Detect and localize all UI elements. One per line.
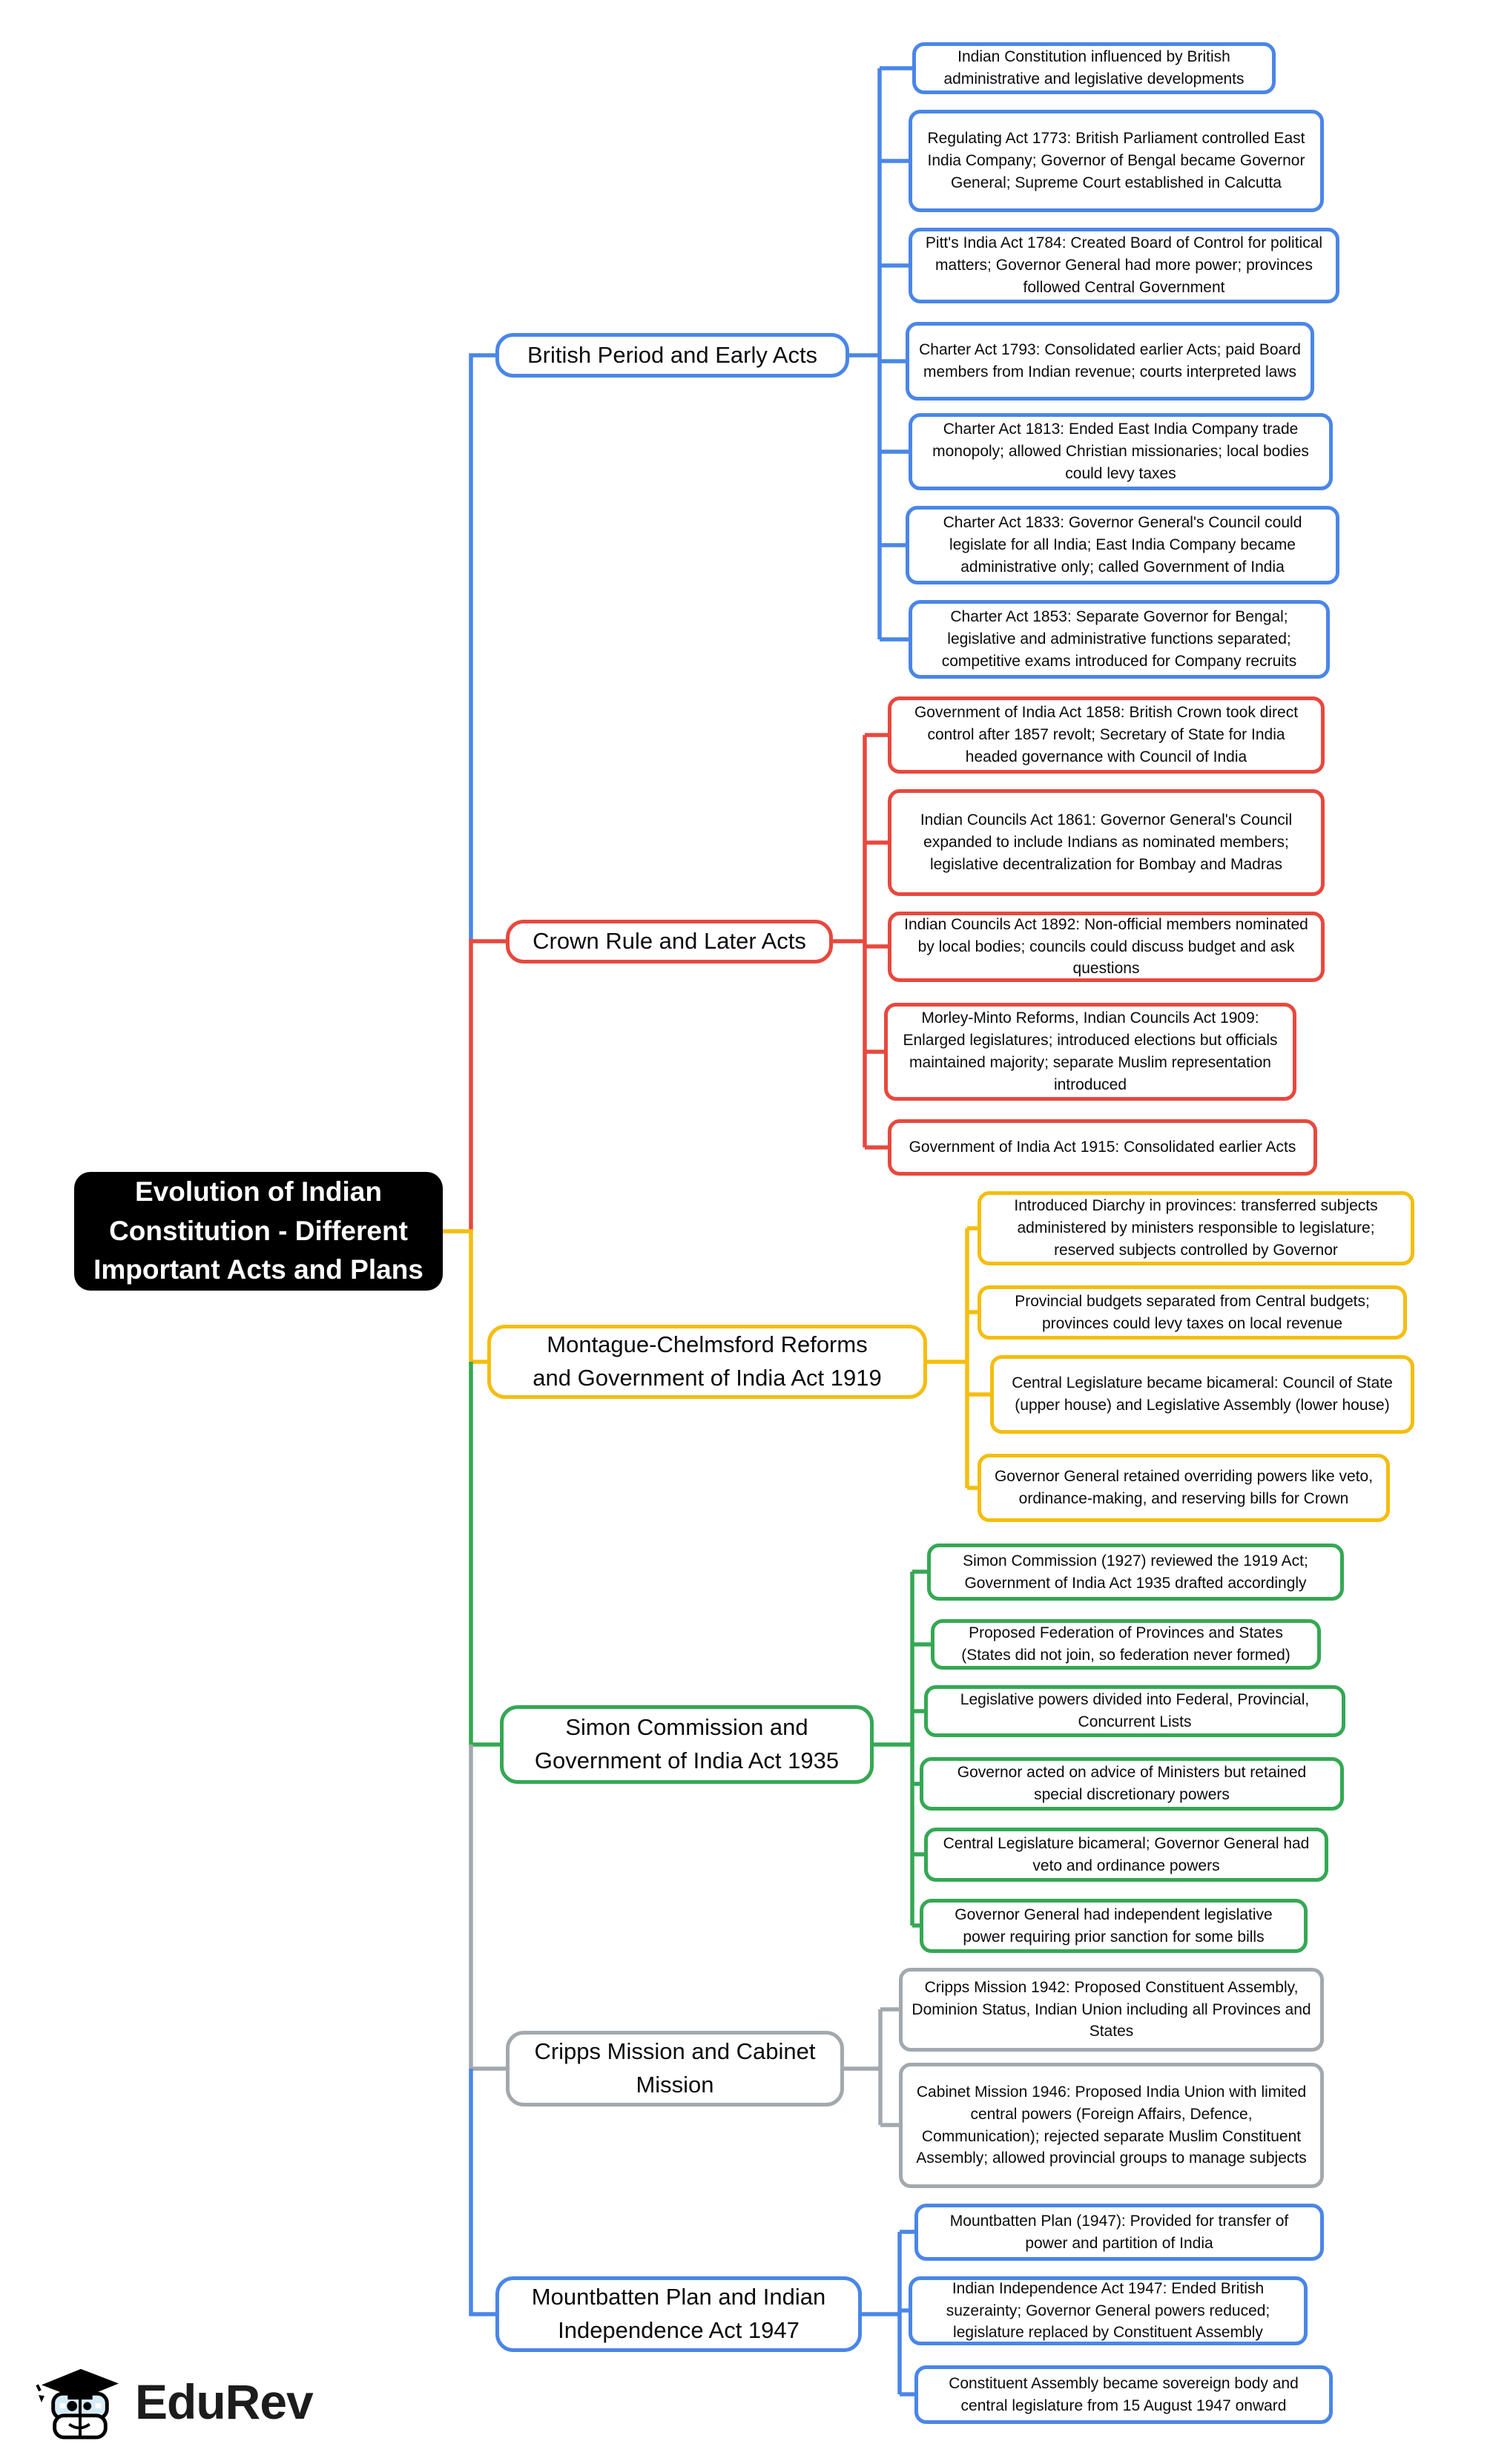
leaf-node: Indian Independence Act 1947: Ended Brit…: [909, 2276, 1308, 2345]
branch-label-cripps-mission: Cripps Mission and Cabinet Mission: [506, 2031, 844, 2106]
leaf-node: Indian Constitution influenced by Britis…: [912, 42, 1276, 94]
trunk-cripps-connector: [469, 1745, 506, 2071]
trunk-montague-connector: [443, 1229, 487, 1364]
edurev-logo-text: EduRev: [135, 2374, 314, 2429]
edurev-logo: EduRev: [36, 2365, 314, 2440]
leaf-node: Indian Councils Act 1861: Governor Gener…: [888, 789, 1325, 896]
leaf-node: Charter Act 1853: Separate Governor for …: [909, 600, 1330, 679]
branch-label-simon-commission: Simon Commission and Government of India…: [500, 1705, 874, 1784]
leaf-node: Mountbatten Plan (1947): Provided for tr…: [914, 2204, 1324, 2261]
leaf-node: Central Legislature became bicameral: Co…: [990, 1355, 1414, 1434]
leaf-node: Legislative powers divided into Federal,…: [924, 1685, 1345, 1737]
leaf-node: Cripps Mission 1942: Proposed Constituen…: [899, 1968, 1324, 2052]
leaf-node: Charter Act 1793: Consolidated earlier A…: [906, 322, 1314, 401]
leaf-node: Indian Councils Act 1892: Non-official m…: [888, 912, 1325, 982]
mountbatten-leaf-connectors: [862, 2230, 914, 2397]
leaf-node: Constituent Assembly became sovereign bo…: [914, 2365, 1333, 2424]
root-node-title: Evolution of Indian Constitution - Diffe…: [74, 1172, 443, 1291]
branch-label-crown-rule: Crown Rule and Later Acts: [506, 920, 833, 963]
leaf-node: Governor General retained overriding pow…: [978, 1454, 1390, 1522]
leaf-node: Charter Act 1813: Ended East India Compa…: [909, 413, 1333, 490]
leaf-node: Governor General had independent legisla…: [920, 1899, 1308, 1953]
leaf-node: Provincial budgets separated from Centra…: [978, 1285, 1407, 1340]
branch-label-british-period: British Period and Early Acts: [495, 333, 849, 378]
british-leaf-connectors: [849, 66, 912, 642]
leaf-node: Charter Act 1833: Governor General's Cou…: [906, 506, 1339, 584]
leaf-node: Simon Commission (1927) reviewed the 191…: [927, 1544, 1344, 1601]
graduation-cap-icon: [36, 2368, 119, 2440]
leaf-node: Regulating Act 1773: British Parliament …: [909, 110, 1324, 212]
trunk-simon-connector: [469, 1362, 500, 1747]
simon-leaf-connectors: [874, 1569, 931, 1928]
leaf-node: Government of India Act 1915: Consolidat…: [888, 1119, 1317, 1176]
leaf-node: Proposed Federation of Provinces and Sta…: [931, 1619, 1321, 1670]
trunk-british-connector: [469, 353, 495, 941]
leaf-node: Morley-Minto Reforms, Indian Councils Ac…: [884, 1003, 1296, 1101]
leaf-node: Introduced Diarchy in provinces: transfe…: [978, 1191, 1414, 1265]
montague-leaf-connectors: [927, 1226, 990, 1490]
trunk-mountbatten-connector: [469, 2069, 495, 2316]
cripps-leaf-connectors: [844, 2007, 899, 2127]
leaf-node: Government of India Act 1858: British Cr…: [888, 696, 1325, 774]
branch-label-montague-chelmsford: Montague-Chelmsford Reforms and Governme…: [487, 1325, 927, 1399]
branch-label-mountbatten-plan: Mountbatten Plan and Indian Independence…: [495, 2276, 862, 2352]
crown-leaf-connectors: [833, 733, 888, 1150]
leaf-node: Cabinet Mission 1946: Proposed India Uni…: [899, 2063, 1324, 2188]
leaf-node: Governor acted on advice of Ministers bu…: [920, 1757, 1344, 1811]
leaf-node: Central Legislature bicameral; Governor …: [924, 1828, 1328, 1882]
trunk-crown-connector: [469, 939, 506, 1231]
leaf-node: Pitt's India Act 1784: Created Board of …: [909, 228, 1339, 303]
